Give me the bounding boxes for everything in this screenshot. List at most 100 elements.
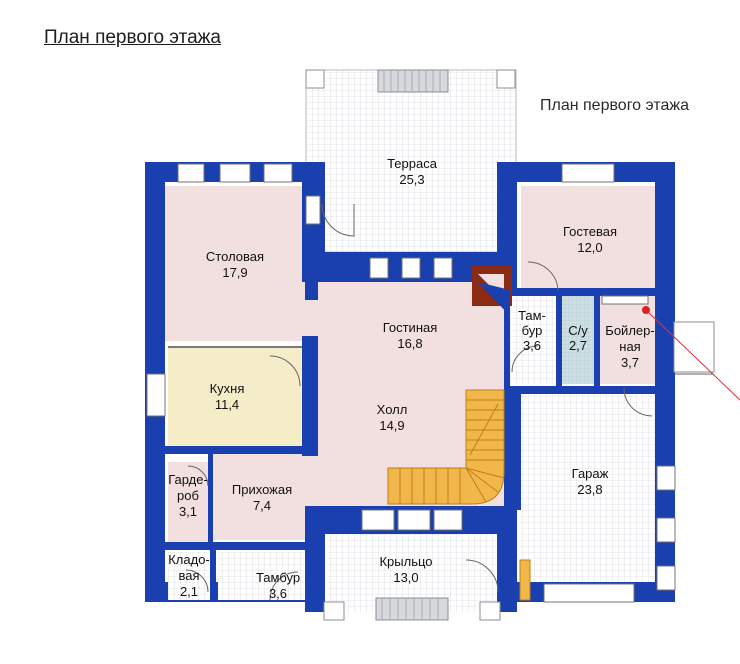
door-terrace	[321, 203, 355, 237]
storage-name-2: вая	[178, 568, 199, 583]
terrace-name: Терраса	[387, 156, 438, 171]
storage-name-1: Кладо-	[168, 552, 210, 567]
terrace-floor	[305, 69, 517, 253]
door-tambur-bottom	[269, 571, 299, 601]
wc-name: С/у	[568, 323, 588, 338]
living-name: Гостиная	[383, 320, 438, 335]
wc-floor	[562, 296, 594, 384]
porch-steps-lines	[381, 598, 439, 620]
dining-area: 17,9	[222, 265, 247, 280]
window-garage-door	[543, 583, 635, 603]
door-storage	[185, 569, 209, 593]
kitchen-area: 11,4	[215, 397, 239, 412]
stairs-lines	[399, 399, 505, 504]
partition-kitchen-bottom	[165, 446, 310, 454]
window-terrace-2	[401, 257, 421, 279]
living-corner-wall	[478, 282, 510, 316]
hallway-floor	[212, 452, 318, 540]
link-floor	[300, 300, 320, 340]
terrace-post-right	[496, 69, 516, 89]
partition-kitchen-hall	[302, 336, 318, 456]
vestibule-right-area: 3,6	[523, 338, 541, 353]
vestibule-bottom-name: Тамбур	[256, 570, 300, 585]
window-porch-2	[397, 509, 431, 531]
window-terrace-1	[369, 257, 389, 279]
hall-name: Холл	[377, 402, 408, 417]
hallway-name: Прихожая	[232, 482, 292, 497]
guest-name: Гостевая	[563, 224, 617, 239]
window-dining-3	[263, 163, 293, 183]
kitchen-floor	[168, 348, 302, 446]
door-wardrobe	[187, 465, 209, 487]
garage-name: Гараж	[572, 466, 609, 481]
vestibule-right-floor	[510, 296, 556, 384]
partition-garage-top	[510, 386, 655, 394]
hallway-area: 7,4	[253, 498, 271, 513]
porch-name: Крыльцо	[379, 554, 432, 569]
garage-floor	[521, 394, 655, 582]
partition-wardrobe	[208, 454, 213, 544]
leader-line	[645, 309, 740, 401]
partition-garage-left	[504, 392, 521, 510]
door-kitchen	[269, 355, 301, 387]
leader-dot	[642, 306, 650, 314]
wardrobe-name-2: роб	[177, 488, 199, 503]
window-garage-1	[656, 465, 676, 491]
window-dining-2	[219, 163, 251, 183]
partition-right-block-left	[504, 282, 510, 392]
porch-post-left	[323, 601, 345, 621]
boiler-name-1: Бойлер-	[605, 323, 654, 338]
vestibule-bottom-floor	[218, 552, 306, 600]
boiler-stand	[673, 321, 715, 373]
dining-name: Столовая	[206, 249, 264, 264]
kitchen-name: Кухня	[210, 381, 245, 396]
terrace-area: 25,3	[399, 172, 424, 187]
terrace-post-left	[305, 69, 325, 89]
door-guest	[527, 261, 559, 291]
terrace-steps	[377, 69, 449, 93]
storage-floor	[168, 552, 210, 600]
porch-post-right	[479, 601, 501, 621]
vestibule-right-name-1: Там-	[518, 308, 546, 323]
boiler-area: 3,7	[621, 355, 639, 370]
vestibule-right-name-2: бур	[522, 323, 543, 338]
window-terrace-3	[433, 257, 453, 279]
wc-area: 2,7	[569, 338, 587, 353]
partition-storage-top	[165, 542, 310, 550]
window-dining-right	[305, 195, 321, 225]
door-porch	[465, 559, 499, 593]
garage-area: 23,8	[577, 482, 602, 497]
guest-floor	[521, 186, 655, 290]
plan-caption: План первого этажа	[540, 97, 689, 114]
partition-porch-left	[305, 530, 325, 612]
windows	[146, 163, 676, 603]
window-garage-3	[656, 565, 676, 591]
window-guest-top	[561, 163, 615, 183]
hall-area: 14,9	[379, 418, 404, 433]
porch-bench	[519, 559, 531, 601]
partition-storage-tambur	[210, 550, 216, 602]
partition-wc-boiler	[594, 296, 600, 386]
window-kitchen-left	[146, 373, 166, 417]
partition-tambur-wc	[556, 296, 562, 386]
window-boiler	[601, 295, 649, 305]
door-boiler	[623, 387, 653, 417]
boiler-name-2: ная	[619, 339, 640, 354]
partition-guest-bottom	[517, 288, 655, 296]
terrace-steps-lines	[383, 70, 441, 92]
stairs-arrow	[469, 403, 499, 456]
storage-area: 2,1	[180, 584, 198, 599]
wardrobe-name-1: Гарде-	[168, 472, 208, 487]
living-area: 16,8	[397, 336, 422, 351]
stairs	[387, 389, 505, 505]
window-dining-1	[177, 163, 205, 183]
partition-porch-right	[497, 530, 517, 612]
window-garage-2	[656, 517, 676, 543]
page-heading: План первого этажа	[44, 27, 221, 48]
dining-floor	[165, 186, 305, 341]
wardrobe-floor	[168, 462, 208, 542]
porch-area: 13,0	[393, 570, 418, 585]
porch-steps	[375, 597, 449, 621]
vestibule-bottom-area: 3,6	[269, 586, 287, 601]
